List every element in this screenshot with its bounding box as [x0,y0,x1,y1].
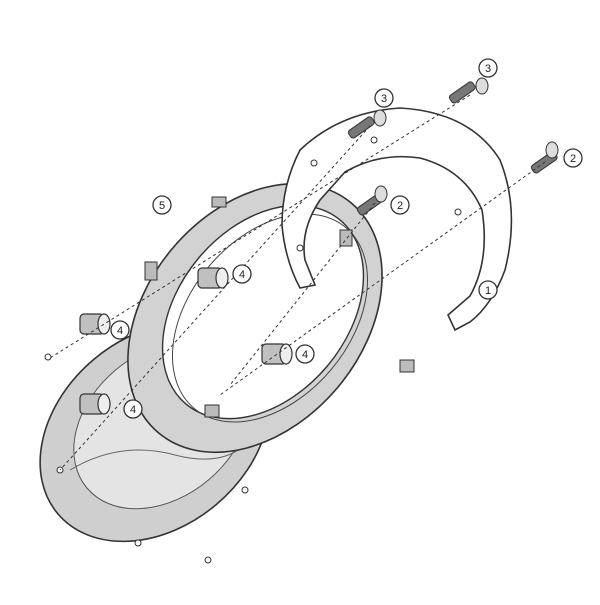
svg-text:3: 3 [381,93,387,105]
spacer [79,393,111,415]
callout-2: 2 [390,195,410,215]
svg-text:1: 1 [485,285,491,297]
svg-text:4: 4 [239,269,245,281]
callout-3: 3 [478,58,498,78]
screw-group [347,77,559,216]
callout-5: 5 [152,195,172,215]
screw [347,109,387,139]
svg-text:4: 4 [130,404,136,416]
svg-text:5: 5 [159,200,165,212]
spacer-group [79,267,293,415]
callout-4: 4 [295,344,315,364]
alignment-lines [49,94,546,471]
svg-text:4: 4 [302,349,308,361]
spacer [197,267,229,289]
callout-3: 3 [374,88,394,108]
svg-text:4: 4 [117,325,123,337]
top-plate [281,107,513,332]
screw [356,185,388,216]
callouts: 1 2 2 3 3 4 4 4 [110,58,583,419]
mounting-ring [127,182,415,454]
screw [448,77,489,104]
svg-text:3: 3 [485,63,491,75]
callout-4: 4 [232,264,252,284]
spacer [79,313,111,335]
callout-2: 2 [563,148,583,168]
callout-4: 4 [123,399,143,419]
callout-1: 1 [478,280,498,300]
svg-text:2: 2 [397,200,403,212]
callout-4: 4 [110,320,130,340]
svg-text:2: 2 [570,153,576,165]
spacer [261,343,293,365]
